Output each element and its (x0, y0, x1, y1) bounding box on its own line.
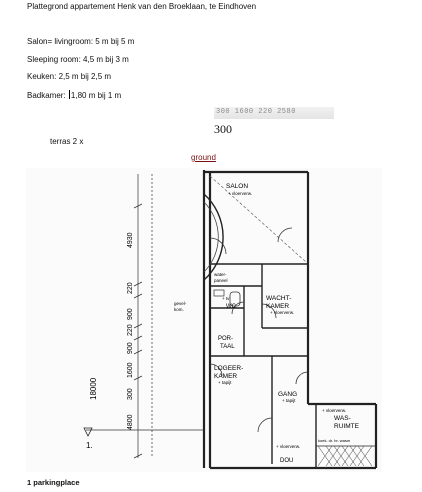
label-portaal2: TAAL (220, 344, 235, 350)
label-was-note1: + vloerverw. (322, 408, 346, 413)
dim-4800: 4800 (127, 414, 134, 430)
parking-note: 1 parkingplace (27, 478, 80, 487)
label-salon-note: + vloerverw. (228, 191, 252, 196)
badkamer-label: Badkamer: (27, 91, 68, 100)
door-swings (209, 227, 309, 433)
balcony-arc-inner (203, 201, 219, 273)
room-sleeping-line: Sleeping room: 4,5 m bij 3 m (27, 55, 129, 64)
badkamer-value: 1,80 m bij 1 m (70, 91, 122, 100)
label-logeer1: LOGEER- (214, 365, 243, 372)
terras-note: terras 2 x (50, 137, 84, 146)
label-was-note2: + vloerverw. (276, 444, 300, 449)
sink-icon (213, 289, 225, 297)
label-logeer-note: + tapijt (218, 380, 232, 385)
label-water2: paneel (214, 278, 228, 283)
floor-plan: 4930 220 900 220 900 1600 300 4800 18000… (26, 168, 382, 472)
label-gang: GANG (278, 391, 297, 398)
room-badkamer-line: Badkamer: 1,80 m bij 1 m (27, 90, 121, 100)
label-was2: RUIMTE (334, 423, 360, 430)
label-portaal1: POR- (218, 336, 233, 342)
level-mark: 1. (86, 441, 93, 450)
dimension-line (86, 174, 204, 459)
scale-number: 300 (214, 122, 232, 136)
label-was1: WAS- (334, 415, 351, 422)
label-gang-note: + tapijt (282, 398, 296, 403)
room-keuken-line: Keuken: 2,5 m bij 2,5 m (27, 72, 112, 81)
ground-label: ground (191, 153, 216, 162)
wasruimte-hatch (317, 445, 373, 467)
label-douche: DOU (280, 458, 293, 464)
label-wacht-note: + vloerverw. (270, 310, 294, 315)
label-gevel1: gevel- (174, 301, 187, 306)
dim-220a: 220 (127, 282, 134, 294)
dim-300: 300 (127, 388, 134, 400)
label-logeer2: KAMER (214, 373, 237, 380)
label-water1: water- (214, 272, 227, 277)
salon-diagonal (209, 175, 307, 263)
label-wc: WC (226, 304, 237, 310)
toilet-icon (229, 291, 241, 307)
label-wacht1: WACHT- (266, 295, 291, 302)
dim-900b: 900 (127, 342, 134, 354)
level-triangle-icon (83, 427, 93, 437)
balcony-arc (203, 193, 224, 281)
text-cursor (68, 90, 70, 99)
label-wc-note: + tv (222, 296, 230, 301)
dim-900a: 900 (127, 308, 134, 320)
label-gevel2: kom. (174, 307, 184, 312)
scale-strip-image: 300 1600 220 2580 (214, 107, 334, 119)
label-wacht2: KAMER (266, 303, 289, 310)
dim-4930: 4930 (127, 232, 134, 248)
interior-walls (210, 263, 317, 468)
outer-walls (202, 170, 378, 470)
label-salon: SALON (226, 183, 248, 190)
dim-1600: 1600 (127, 362, 134, 378)
room-salon-line: Salon= livingroom: 5 m bij 5 m (27, 37, 135, 46)
dim-220b: 220 (127, 324, 134, 336)
label-koek: koek. dr. br. wasm (318, 438, 351, 443)
document-title: Plattegrond appartement Henk van den Bro… (27, 2, 257, 11)
scale-strip-text: 300 1600 220 2580 (216, 108, 296, 116)
dim-18000: 18000 (89, 377, 98, 400)
